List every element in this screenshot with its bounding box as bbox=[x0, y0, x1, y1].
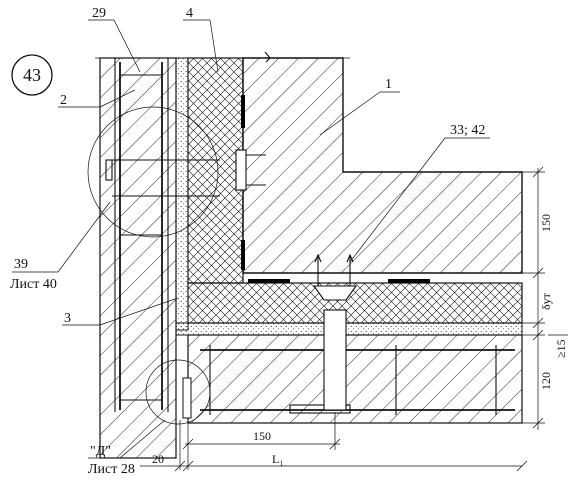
detail-circle-39 bbox=[87, 106, 219, 238]
dimension-min-15: ≥15 bbox=[554, 339, 568, 358]
dimension-20: 20 bbox=[152, 452, 164, 466]
callout-D-sheet: Лист 28 bbox=[88, 462, 135, 477]
sealant-strips bbox=[241, 95, 430, 283]
insulation-horizontal bbox=[187, 282, 523, 324]
concrete-wall-section bbox=[242, 57, 523, 274]
dimension-120: 120 bbox=[539, 372, 553, 390]
outer-wall-panel bbox=[99, 57, 177, 459]
floor-slab-section bbox=[187, 334, 523, 424]
callout-29: 29 bbox=[92, 6, 106, 21]
insulation-vertical bbox=[187, 57, 244, 284]
callout-leaders bbox=[12, 19, 490, 459]
callout-1: 1 bbox=[385, 77, 392, 92]
callout-39: 39 bbox=[14, 257, 28, 272]
anchor-bolt bbox=[312, 253, 358, 411]
mortar-layer-vertical bbox=[175, 57, 189, 331]
reinforcement-frame-vertical bbox=[105, 62, 220, 410]
dimension-150-horizontal: 150 bbox=[253, 429, 271, 443]
elastic-joint bbox=[182, 377, 192, 419]
dimension-insulation-thickness: δут bbox=[539, 292, 553, 310]
dimension-lines-right bbox=[522, 166, 568, 430]
detail-circle-D bbox=[145, 359, 211, 425]
callout-33-42: 33; 42 bbox=[450, 123, 485, 138]
mortar-layer-horizontal bbox=[175, 322, 523, 336]
callout-3: 3 bbox=[64, 311, 71, 326]
dimension-lines-bottom bbox=[140, 412, 528, 472]
dimension-L1: L₁ bbox=[272, 452, 284, 466]
callout-39-sheet: Лист 40 bbox=[10, 277, 57, 292]
fastener-bracket bbox=[235, 149, 266, 191]
callout-D: "Д" bbox=[90, 444, 111, 459]
callout-2: 2 bbox=[60, 93, 67, 108]
dimension-150-vertical: 150 bbox=[539, 214, 553, 232]
callout-4: 4 bbox=[186, 6, 193, 21]
detail-number-circle bbox=[11, 54, 53, 96]
detail-number: 43 bbox=[23, 65, 41, 85]
